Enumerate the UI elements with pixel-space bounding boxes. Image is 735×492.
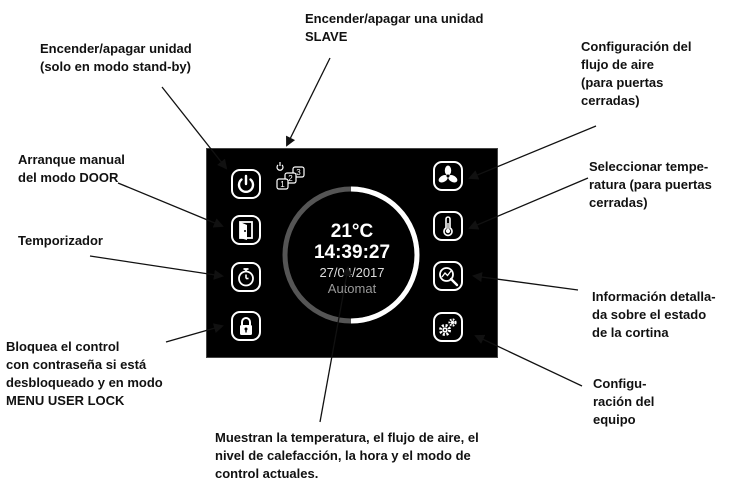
label-lock: Bloquea el control con contraseña si est…	[6, 339, 163, 408]
lock-icon	[240, 317, 252, 335]
arrow-config	[474, 334, 583, 387]
display-mode: Automat	[327, 281, 377, 296]
label-center: Muestran la temperatura, el flujo de air…	[215, 430, 479, 481]
config-button[interactable]	[433, 312, 463, 342]
gears-icon	[439, 318, 457, 336]
power-icon	[237, 174, 255, 194]
arrow-slave	[286, 57, 331, 147]
arrow-timer	[89, 255, 224, 280]
door-button[interactable]	[231, 215, 261, 245]
label-power: Encender/apagar unidad (solo en modo sta…	[40, 41, 192, 74]
arrow-power	[161, 86, 228, 170]
lock-button[interactable]	[231, 311, 261, 341]
door-icon	[239, 221, 253, 240]
timer-icon	[238, 268, 254, 287]
arrow-airflow	[468, 125, 597, 180]
slave-badge-2: 2	[288, 174, 293, 183]
timer-button[interactable]	[231, 262, 261, 292]
fan-icon	[438, 165, 458, 183]
arrow-lock	[165, 323, 224, 343]
arrow-center	[319, 266, 352, 423]
temperature-button[interactable]	[433, 211, 463, 241]
arrow-temperature	[468, 177, 589, 230]
label-slave: Encender/apagar una unidad SLAVE	[305, 11, 484, 44]
airflow-button[interactable]	[433, 161, 463, 191]
display-temperature: 21°C	[330, 221, 374, 242]
slave-units-icon[interactable]: 3 2 1	[273, 159, 313, 193]
display-time: 14:39:27	[313, 242, 391, 263]
label-timer: Temporizador	[18, 233, 103, 248]
label-config: Configu- ración del equipo	[593, 376, 655, 427]
label-door: Arranque manual del modo DOOR	[18, 152, 125, 185]
label-info: Información detalla- da sobre el estado …	[592, 289, 716, 340]
power-button[interactable]	[231, 169, 261, 199]
chart-search-icon	[439, 267, 459, 287]
arrow-info	[472, 272, 579, 291]
display-date: 27/04/2017	[319, 265, 385, 280]
label-airflow: Configuración del flujo de aire (para pu…	[581, 39, 692, 108]
controller-screen: 21°C 14:39:27 27/04/2017 Automat	[206, 148, 498, 358]
thermometer-icon	[443, 216, 453, 237]
slave-badge-3: 3	[296, 168, 301, 177]
label-temperature: Seleccionar tempe- ratura (para puertas …	[589, 159, 712, 210]
arrow-door	[117, 182, 224, 228]
gauge-ring	[282, 186, 420, 324]
slave-badge-1: 1	[280, 180, 285, 189]
info-button[interactable]	[433, 261, 463, 291]
